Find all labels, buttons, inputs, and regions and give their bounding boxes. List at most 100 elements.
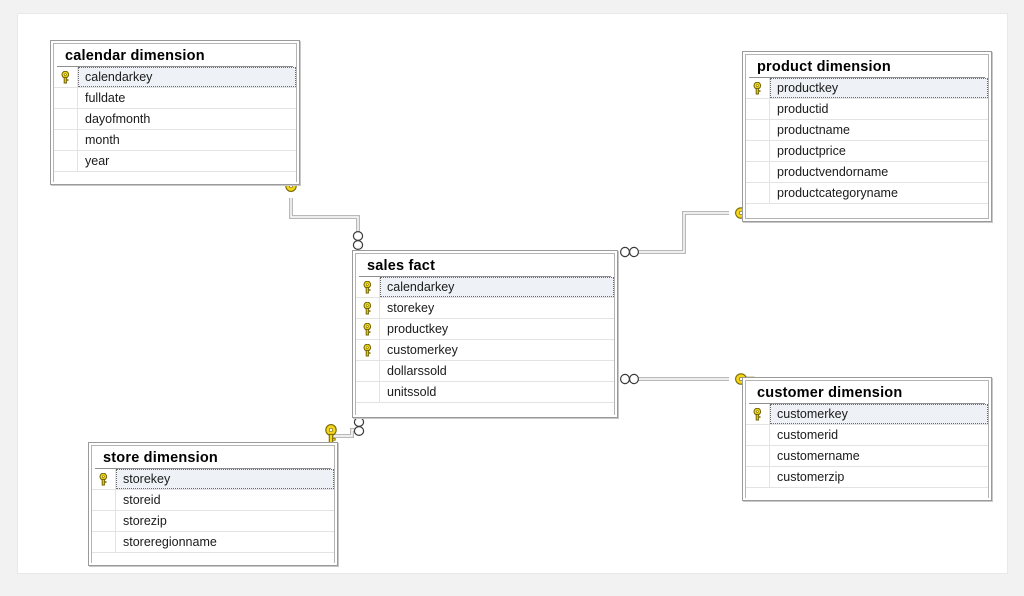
attribute-row[interactable]: storezip bbox=[92, 511, 334, 532]
attribute-row[interactable]: customerkey bbox=[356, 340, 614, 361]
attribute-row[interactable]: storekey bbox=[356, 298, 614, 319]
attribute-key-gutter bbox=[746, 162, 770, 182]
attribute-row[interactable]: productid bbox=[746, 99, 988, 120]
primary-key-icon bbox=[61, 70, 70, 83]
attribute-row[interactable]: productcategoryname bbox=[746, 183, 988, 204]
attribute-row[interactable]: storekey bbox=[92, 469, 334, 490]
attribute-row[interactable]: productvendorname bbox=[746, 162, 988, 183]
attribute-list-filler bbox=[92, 553, 334, 565]
attribute-key-gutter bbox=[92, 469, 116, 489]
attribute-list-filler bbox=[356, 403, 614, 417]
attribute-key-gutter bbox=[54, 67, 78, 87]
attribute-key-gutter bbox=[356, 382, 380, 402]
attribute-key-gutter bbox=[54, 109, 78, 129]
entity-title[interactable]: customer dimension bbox=[749, 382, 985, 404]
crowsfoot-marker-icon bbox=[619, 373, 639, 385]
primary-key-icon bbox=[753, 407, 762, 420]
attribute-row[interactable]: customerkey bbox=[746, 404, 988, 425]
attribute-key-gutter bbox=[54, 88, 78, 108]
attribute-name: storekey bbox=[387, 301, 435, 315]
attribute-name: storekey bbox=[116, 469, 334, 489]
entity-title[interactable]: calendar dimension bbox=[57, 45, 293, 67]
attribute-key-gutter bbox=[54, 151, 78, 171]
entity-title[interactable]: store dimension bbox=[95, 447, 331, 469]
attribute-name: customername bbox=[777, 449, 860, 463]
relationship-product-to-sales[interactable] bbox=[619, 207, 755, 258]
attribute-row[interactable]: dollarssold bbox=[356, 361, 614, 382]
attribute-key-gutter bbox=[356, 361, 380, 381]
crowsfoot-marker-icon bbox=[619, 246, 639, 258]
attribute-name: storezip bbox=[123, 514, 167, 528]
attribute-row[interactable]: customerid bbox=[746, 425, 988, 446]
attribute-key-gutter bbox=[356, 340, 380, 360]
attribute-row[interactable]: productkey bbox=[356, 319, 614, 340]
relationship-store-to-sales[interactable] bbox=[325, 417, 365, 444]
relationship-customer-to-sales[interactable] bbox=[619, 373, 755, 385]
attribute-name: dollarssold bbox=[387, 364, 447, 378]
primary-key-icon bbox=[363, 301, 372, 314]
attribute-key-gutter bbox=[746, 404, 770, 424]
crowsfoot-marker-icon bbox=[353, 417, 365, 437]
attribute-name: dayofmonth bbox=[85, 112, 151, 126]
attribute-key-gutter bbox=[356, 298, 380, 318]
attribute-row[interactable]: unitssold bbox=[356, 382, 614, 403]
attribute-row[interactable]: calendarkey bbox=[356, 277, 614, 298]
attribute-name: storeregionname bbox=[123, 535, 217, 549]
attribute-name: productcategoryname bbox=[777, 186, 898, 200]
attribute-row[interactable]: storeregionname bbox=[92, 532, 334, 553]
attribute-name: customerzip bbox=[777, 470, 845, 484]
attribute-row[interactable]: productname bbox=[746, 120, 988, 141]
attribute-row[interactable]: customerzip bbox=[746, 467, 988, 488]
attribute-key-gutter bbox=[54, 130, 78, 150]
attribute-row[interactable]: year bbox=[54, 151, 296, 172]
attribute-key-gutter bbox=[746, 99, 770, 119]
attribute-key-gutter bbox=[746, 78, 770, 98]
attribute-row[interactable]: productprice bbox=[746, 141, 988, 162]
attribute-row[interactable]: month bbox=[54, 130, 296, 151]
entity-title[interactable]: sales fact bbox=[359, 255, 611, 277]
attribute-key-gutter bbox=[356, 277, 380, 297]
attribute-name: customerkey bbox=[770, 404, 988, 424]
key-marker-icon bbox=[325, 424, 337, 444]
attribute-key-gutter bbox=[92, 532, 116, 552]
attribute-name: month bbox=[85, 133, 120, 147]
attribute-key-gutter bbox=[746, 183, 770, 203]
attribute-row[interactable]: customername bbox=[746, 446, 988, 467]
attribute-name: storeid bbox=[123, 493, 161, 507]
attribute-row[interactable]: storeid bbox=[92, 490, 334, 511]
attribute-key-gutter bbox=[746, 446, 770, 466]
attribute-list-filler bbox=[746, 488, 988, 500]
attribute-key-gutter bbox=[746, 425, 770, 445]
entity-title[interactable]: product dimension bbox=[749, 56, 985, 78]
attribute-row[interactable]: productkey bbox=[746, 78, 988, 99]
primary-key-icon bbox=[99, 472, 108, 485]
attribute-name: year bbox=[85, 154, 110, 168]
primary-key-icon bbox=[753, 81, 762, 94]
attribute-name: productid bbox=[777, 102, 829, 116]
attribute-key-gutter bbox=[746, 141, 770, 161]
attribute-name: fulldate bbox=[85, 91, 126, 105]
attribute-row[interactable]: dayofmonth bbox=[54, 109, 296, 130]
attribute-name: calendarkey bbox=[380, 277, 614, 297]
attribute-key-gutter bbox=[746, 120, 770, 140]
crowsfoot-marker-icon bbox=[352, 231, 364, 251]
attribute-row[interactable]: calendarkey bbox=[54, 67, 296, 88]
attribute-name: productvendorname bbox=[777, 165, 889, 179]
attribute-list: productkey productid productname productpri… bbox=[746, 78, 988, 218]
attribute-name: unitssold bbox=[387, 385, 437, 399]
primary-key-icon bbox=[363, 280, 372, 293]
attribute-name: calendarkey bbox=[78, 67, 296, 87]
attribute-row[interactable]: fulldate bbox=[54, 88, 296, 109]
attribute-name: productname bbox=[777, 123, 850, 137]
